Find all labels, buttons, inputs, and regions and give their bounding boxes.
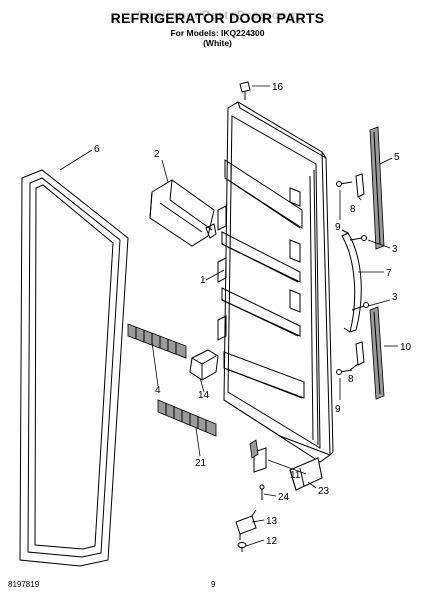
callout-11: 11	[290, 470, 301, 481]
door-shelves	[217, 159, 305, 399]
screw-lower	[336, 369, 353, 375]
document-number: 8197819	[8, 580, 40, 589]
watermark: AppliancePartsPros.com	[135, 8, 300, 22]
handle-trim-lower	[369, 306, 385, 400]
callout-8-lower: 8	[348, 374, 354, 385]
callout-12: 12	[266, 536, 278, 547]
callout-7: 7	[386, 268, 392, 279]
callout-8-upper: 8	[350, 204, 356, 215]
callout-14: 14	[198, 390, 210, 401]
bushing	[237, 542, 247, 552]
door-gasket	[19, 169, 129, 567]
callout-9-lower: 9	[335, 404, 341, 415]
handle-trim-upper	[369, 126, 385, 250]
callout-6: 6	[94, 144, 100, 155]
door-handle	[341, 229, 362, 333]
shelf-trim-lower	[157, 399, 217, 437]
handle-cap-upper	[355, 173, 365, 198]
handle-cap-lower	[355, 341, 365, 366]
handle-screw-upper	[349, 235, 367, 241]
shelf-trim-upper	[127, 323, 187, 359]
leader-lines	[59, 85, 398, 547]
callout-2: 2	[154, 149, 160, 160]
color-line: (White)	[203, 38, 232, 48]
refrigerator-door	[223, 101, 334, 463]
callout-9-upper: 9	[335, 222, 341, 233]
callout-16: 16	[272, 82, 284, 93]
shelf-end-cap	[189, 349, 219, 381]
callout-23: 23	[318, 486, 330, 497]
callout-1: 1	[200, 275, 206, 286]
callout-3-lower: 3	[392, 292, 398, 303]
plug-button	[239, 81, 251, 100]
bottom-hinge	[249, 439, 267, 473]
models-line: For Models: IKQ224300	[170, 28, 265, 38]
hinge-pin	[259, 484, 265, 500]
dairy-door	[149, 179, 217, 247]
handle-screw-lower	[351, 302, 369, 311]
callout-5: 5	[394, 152, 400, 163]
lower-bracket	[235, 509, 257, 540]
page-number: 9	[211, 580, 216, 589]
callout-21: 21	[195, 458, 207, 469]
callout-10: 10	[400, 342, 412, 353]
callout-13: 13	[266, 516, 278, 527]
callout-24: 24	[278, 492, 290, 503]
callout-4: 4	[155, 385, 161, 396]
callout-3-upper: 3	[392, 244, 398, 255]
page-title: REFRIGERATOR DOOR PARTS	[110, 10, 325, 26]
screw-upper	[336, 181, 353, 187]
